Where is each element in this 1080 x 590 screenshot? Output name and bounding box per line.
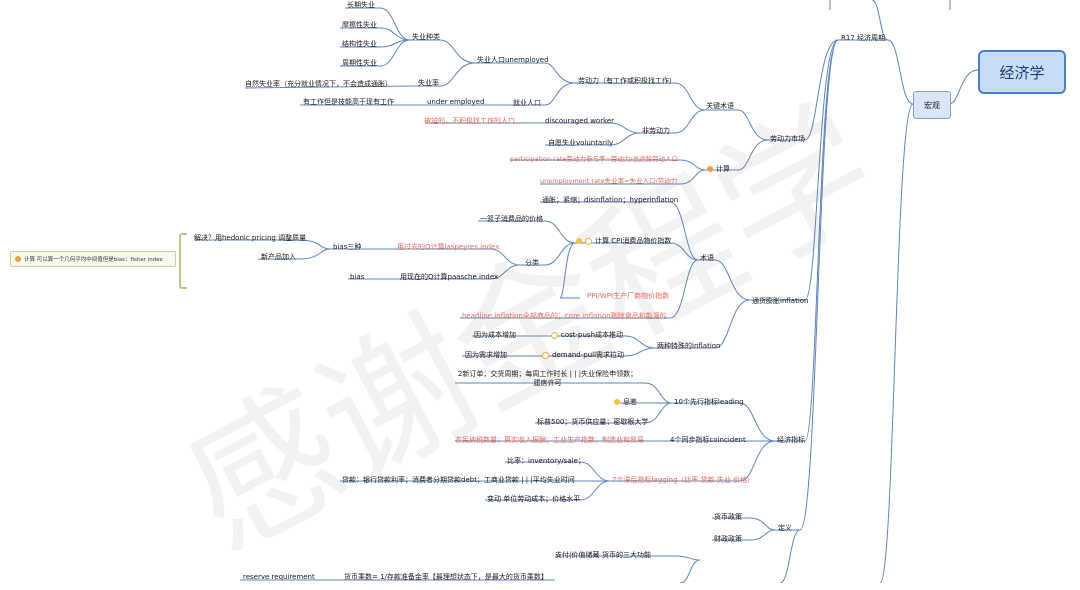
node-cpi[interactable]: 计算 CPI消费品物价指数	[576, 237, 671, 246]
node-inflation[interactable]: 通货膨胀inflation	[752, 297, 809, 305]
node-multiplier[interactable]: 货币乘数= 1/存款准备金率【最理想状态下，是最大的货币乘数】	[344, 573, 548, 581]
node-demand-cause[interactable]: 因为需求增加	[465, 351, 507, 359]
node-cost-push[interactable]: cost-push成本推动	[551, 331, 623, 340]
node-ppi[interactable]: PPI/WPI生产厂商物价指数	[587, 292, 670, 300]
node-type-structural[interactable]: 结构性失业	[342, 40, 377, 48]
node-type-cyclical[interactable]: 周期性失业	[342, 59, 377, 67]
node-type-frictional[interactable]: 摩擦性失业	[342, 21, 377, 29]
circle-icon	[585, 237, 592, 245]
node-money-functions[interactable]: 货币的三大功能	[602, 551, 651, 559]
node-discouraged[interactable]: discouraged worker	[545, 117, 615, 125]
node-monetary-policy[interactable]: 货币政策	[714, 513, 742, 521]
root-node-economics[interactable]: 经济学	[978, 50, 1066, 94]
warning-icon	[15, 256, 21, 262]
bracket-connector	[179, 233, 187, 289]
node-demand-pull[interactable]: demand-pull需求拉动	[542, 351, 624, 360]
node-headline-core[interactable]: headline inflation全部商品的；core inflation剔除…	[462, 312, 667, 320]
node-reserve[interactable]: reserve requirement	[243, 573, 315, 581]
node-inflation-terms[interactable]: 术语	[700, 254, 714, 262]
node-fisher-index[interactable]: 计算 可以算一个几何平均中间值但是bias：fisher index	[10, 251, 176, 267]
node-leading-a[interactable]: 2新订单；交货周期；每周工作时长 | | |失业保险申领数；建房许可	[457, 370, 638, 387]
node-unemployment-rate-formula[interactable]: unemployment rate失业率=失业人口/劳动力	[540, 177, 678, 185]
node-basket[interactable]: 一篮子消费品的价格	[480, 215, 543, 223]
warning-icon	[576, 238, 582, 244]
node-type-long-term[interactable]: 长期失业	[347, 1, 375, 9]
node-unemployed[interactable]: 失业人口unemployed	[477, 56, 549, 64]
node-lag-a[interactable]: 比率：inventory/sale；	[507, 457, 585, 465]
node-lag-c[interactable]: 变动 单位劳动成本；价格水平	[487, 495, 581, 503]
node-coincident-desc[interactable]: 农民纳税数量；真实收入报酬；工业生产指数；制造业和贸易	[455, 436, 644, 444]
node-paasche[interactable]: 用现在的Q计算paasche index	[400, 273, 499, 281]
node-employed[interactable]: 就业人口	[513, 99, 541, 107]
node-unemployment-types[interactable]: 失业种类	[412, 33, 440, 41]
node-inflation-terms-list[interactable]: 通胀；紧缩；disinflation；hyperinflation	[542, 196, 679, 204]
node-labor-force[interactable]: 劳动力（有工作或积极找工作）	[578, 77, 676, 85]
node-discouraged-desc[interactable]: 被迫的，不积极找工作的人口	[424, 117, 515, 125]
node-cpi-label: 计算 CPI消费品物价指数	[595, 237, 672, 245]
node-bias[interactable]: bias	[350, 273, 365, 281]
node-classify[interactable]: 分类	[525, 259, 539, 267]
node-leading-c[interactable]: 标普500；货币供应量；密歇根大学	[537, 418, 649, 426]
node-lag-b[interactable]: 贷款：银行贷款利率；消费者分期贷款debt；工商业贷款 | | |平均失业时间	[342, 476, 575, 484]
circle-icon	[542, 351, 549, 359]
node-non-labor[interactable]: 非劳动力	[642, 127, 670, 135]
node-laspeyres[interactable]: 用过去的Q计算laspeyres index	[397, 243, 500, 251]
node-payment[interactable]: 支付|价值储藏	[555, 551, 600, 559]
node-cost-cause[interactable]: 因为成本增加	[474, 331, 516, 339]
node-leading[interactable]: 10个先行指标leading	[674, 398, 744, 406]
node-voluntary[interactable]: 自愿失业voluntarily	[548, 139, 614, 147]
node-cost-push-label: cost-push成本推动	[561, 331, 624, 339]
node-indicators[interactable]: 经济指标	[777, 436, 805, 444]
node-hedonic[interactable]: 解决？用hedonic pricing 调整质量	[194, 234, 307, 242]
node-demand-pull-label: demand-pull需求拉动	[552, 351, 625, 359]
node-key-terms[interactable]: 关键术语	[706, 102, 734, 110]
node-two-types[interactable]: 两种特殊的inflation	[657, 342, 721, 350]
node-participation-rate[interactable]: participation rate劳动力参与率=劳动力/总适龄劳动人口	[510, 155, 678, 163]
node-definition[interactable]: 定义	[778, 524, 792, 532]
node-under-employed[interactable]: under employed	[427, 98, 485, 106]
node-natural-rate[interactable]: 自然失业率（充分就业情况下，不会造成通胀）	[245, 80, 392, 88]
node-lagging[interactable]: 7个滞后指标lagging（比率 贷款 失业 价格）	[612, 476, 755, 484]
warning-icon	[707, 166, 713, 172]
node-r17[interactable]: R17 经济周期	[841, 34, 885, 42]
node-fisher-index-label: 计算 可以算一个几何平均中间值但是bias：fisher index	[24, 257, 163, 263]
node-macro[interactable]: 宏观	[913, 91, 951, 119]
node-under-employed-desc[interactable]: 有工作但是技能高于现有工作	[303, 98, 394, 106]
node-fiscal-policy[interactable]: 财政政策	[714, 535, 742, 543]
node-labor-calc[interactable]: 计算	[707, 165, 730, 174]
node-labor-market[interactable]: 劳动力市场	[770, 135, 805, 143]
node-bias-three[interactable]: bias三种	[333, 243, 362, 251]
circle-icon	[551, 331, 558, 339]
node-leading-b-label: 息差	[623, 398, 637, 406]
node-unemployment-rate[interactable]: 失业率	[418, 79, 439, 87]
node-coincident[interactable]: 4个同步指标coincident	[670, 436, 746, 444]
node-new-product[interactable]: 新产品加入	[261, 253, 296, 261]
warning-icon	[614, 399, 620, 405]
node-labor-calc-label: 计算	[716, 165, 730, 173]
node-leading-b[interactable]: 息差	[614, 398, 637, 407]
